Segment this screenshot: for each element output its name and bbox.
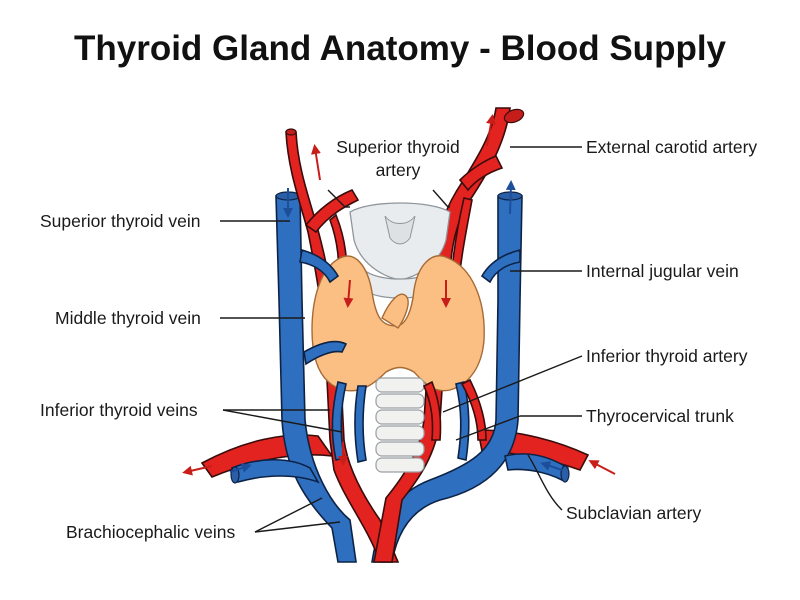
label-thyrocervical-trunk: Thyrocervical trunk [586, 406, 734, 426]
thyroid-veins [299, 248, 521, 463]
label-inferior-thyroid-veins: Inferior thyroid veins [40, 400, 198, 420]
label-external-carotid-artery: External carotid artery [586, 137, 757, 157]
flow-arrows [182, 114, 616, 476]
left-internal-jugular-vein [230, 191, 357, 563]
label-middle-thyroid-vein: Middle thyroid vein [55, 308, 201, 328]
labels: Superior thyroid artery External carotid… [40, 137, 757, 542]
label-internal-jugular-vein: Internal jugular vein [586, 261, 739, 281]
label-inferior-thyroid-artery: Inferior thyroid artery [586, 346, 748, 366]
leader-lines [220, 146, 583, 533]
label-superior-thyroid-artery-line2: artery [376, 160, 421, 180]
thyroid-gland [311, 255, 485, 392]
label-superior-thyroid-artery-line1: Superior thyroid [336, 137, 460, 157]
right-internal-jugular-vein [371, 191, 570, 563]
label-superior-thyroid-vein: Superior thyroid vein [40, 211, 201, 231]
label-subclavian-artery: Subclavian artery [566, 503, 701, 523]
label-brachiocephalic-veins: Brachiocephalic veins [66, 522, 236, 542]
inferior-thyroid-artery [422, 378, 487, 441]
trachea [375, 377, 425, 473]
page-title: Thyroid Gland Anatomy - Blood Supply [74, 29, 727, 68]
